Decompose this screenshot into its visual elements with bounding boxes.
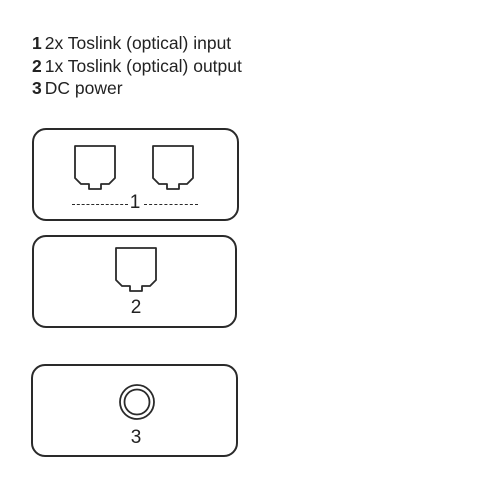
legend-text: 2x Toslink (optical) input <box>44 33 232 53</box>
legend-number: 3 <box>32 78 42 98</box>
toslink-output-port-icon <box>115 247 157 292</box>
dc-power-jack-icon <box>119 384 155 420</box>
panel-label: 1 <box>129 192 141 213</box>
input-panel: 1 <box>32 128 239 221</box>
panel-label: 2 <box>130 297 142 318</box>
legend-text: 1x Toslink (optical) output <box>44 55 242 76</box>
output-panel: 2 <box>32 235 237 328</box>
toslink-input-port-icon <box>74 145 116 190</box>
panel-label: 3 <box>130 427 142 448</box>
dc-power-panel: 3 <box>31 364 238 457</box>
bracket-line-left <box>72 204 128 205</box>
toslink-input-port-icon <box>152 145 194 190</box>
legend-number: 2 <box>32 55 42 76</box>
legend-number: 1 <box>32 33 42 53</box>
bracket-line-right <box>144 204 198 205</box>
legend-text: DC power <box>44 78 123 98</box>
